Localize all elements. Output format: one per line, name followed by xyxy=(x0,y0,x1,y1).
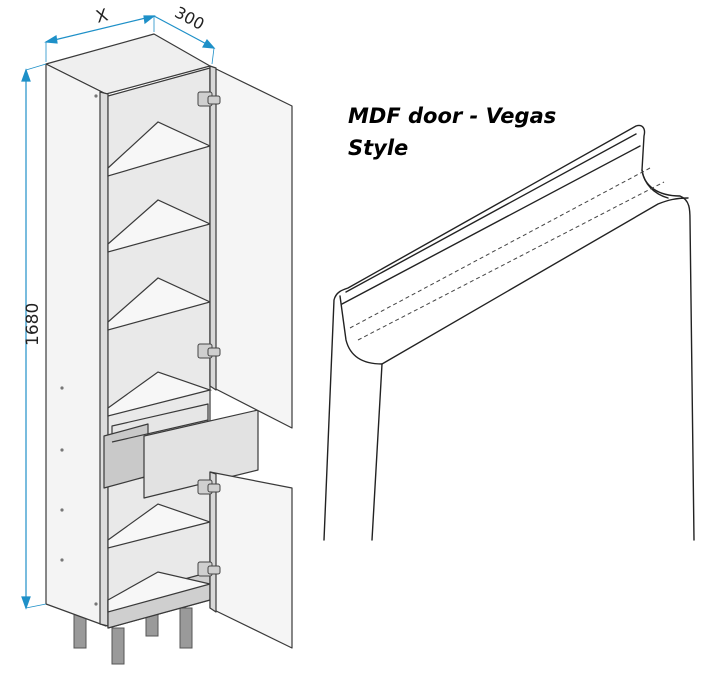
cabinet-left-side xyxy=(45,63,107,627)
shelf-pin-holes xyxy=(60,94,98,606)
door-face-left-edge xyxy=(371,363,383,541)
cabinet-carcass xyxy=(45,33,211,629)
hinge-icon xyxy=(197,91,221,107)
dimension-depth-label: 300 xyxy=(172,3,208,34)
drawer-runner xyxy=(103,423,149,489)
dimension-width-label: X xyxy=(94,5,111,27)
upper-door-panel xyxy=(209,65,293,429)
upper-door xyxy=(209,65,293,429)
dimension-height-label: 1680 xyxy=(23,303,43,346)
shelf-4 xyxy=(107,371,213,417)
door-groove-corner xyxy=(641,169,669,199)
upper-door-edge xyxy=(209,65,217,391)
hinge-icon xyxy=(197,561,221,577)
cabinet-legs xyxy=(73,607,193,665)
lower-door xyxy=(209,471,293,649)
caption-line-2: Style xyxy=(348,136,409,160)
hinge-icon xyxy=(197,479,221,495)
dimension-lines xyxy=(21,15,216,610)
leg-back-right xyxy=(179,607,193,649)
hinges xyxy=(197,91,221,577)
lower-door-panel xyxy=(209,471,293,649)
shelves xyxy=(107,121,213,613)
mdf-door-detail xyxy=(323,124,695,541)
door-groove-back xyxy=(341,133,641,305)
door-hidden-lines xyxy=(349,167,665,341)
door-caption: MDF door - Vegas Style xyxy=(348,100,556,164)
door-profile-outline xyxy=(323,124,695,541)
leg-front-right xyxy=(111,627,125,665)
door-groove-lip xyxy=(339,197,689,365)
caption-line-1: MDF door - Vegas xyxy=(348,104,557,128)
dimension-width-line xyxy=(45,15,155,43)
cabinet-left-edge xyxy=(99,91,109,627)
dimension-depth-line xyxy=(153,15,215,49)
hinge-icon xyxy=(197,343,221,359)
